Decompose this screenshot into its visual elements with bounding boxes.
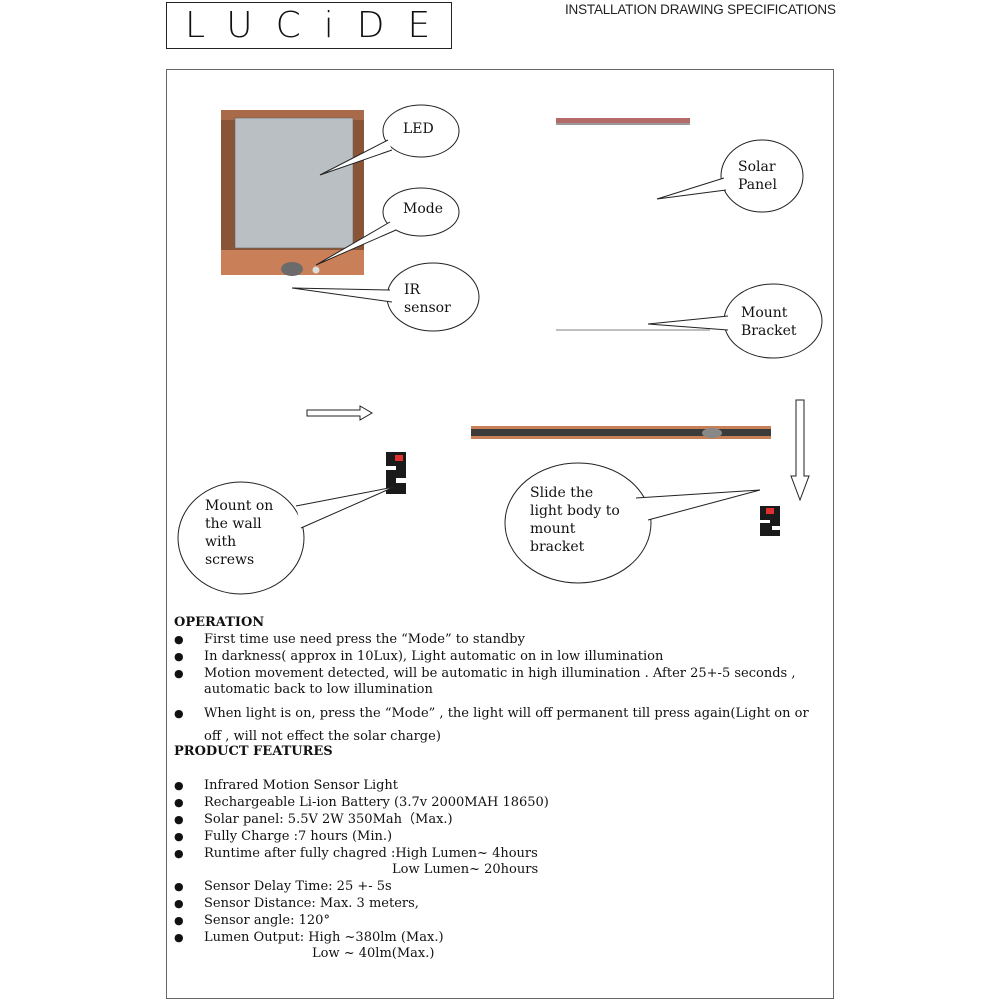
feature-item-text: Sensor Distance: Max. 3 meters,	[204, 896, 419, 911]
callout-slide-line-1: Slide the	[530, 485, 594, 501]
bullet-icon: ●	[174, 813, 184, 826]
ir-sensor-dome	[281, 262, 303, 276]
callout-ir-sensor: IR sensor	[404, 281, 451, 317]
feature-item-text: Infrared Motion Sensor Light	[204, 778, 399, 793]
light-body-side-view	[471, 426, 771, 439]
bullet-icon: ●	[174, 707, 184, 720]
operation-item-text: In darkness( approx in 10Lux), Light aut…	[204, 649, 664, 664]
feature-item-text: Sensor Delay Time: 25 +- 5s	[204, 879, 392, 894]
operation-item-text: First time use need press the “Mode” to …	[204, 632, 525, 647]
page-title: INSTALLATION DRAWING SPECIFICATIONS	[565, 2, 836, 17]
bullet-icon: ●	[174, 796, 184, 809]
led-screen	[234, 117, 354, 249]
callout-solar-panel: Solar Panel	[738, 158, 777, 194]
bullet-icon: ●	[174, 880, 184, 893]
right-arrow-icon	[306, 405, 373, 421]
down-arrow-icon	[790, 399, 810, 502]
feature-item-text: Solar panel: 5.5V 2W 350Mah（Max.)	[204, 812, 453, 827]
operation-item-text: Motion movement detected, will be automa…	[204, 666, 796, 681]
callout-slide-light-body: Slide the light body to mount bracket	[530, 484, 620, 556]
bullet-icon: ●	[174, 897, 184, 910]
bullet-icon: ●	[174, 779, 184, 792]
callout-wall-line-2: the wall	[205, 516, 262, 532]
callout-bracket-line-1: Mount	[741, 305, 788, 321]
bullet-icon: ●	[174, 633, 184, 646]
feature-item-text: Sensor angle: 120°	[204, 913, 330, 928]
mode-button	[312, 266, 320, 274]
feature-item-text: Lumen Output: High ~380lm (Max.)	[204, 930, 444, 945]
lamp-front-view	[221, 110, 364, 276]
bullet-icon: ●	[174, 914, 184, 927]
operation-item-continuation: off , will not effect the solar charge)	[204, 729, 441, 744]
operation-item-text: When light is on, press the “Mode” , the…	[204, 706, 809, 721]
feature-item-continuation: Low Lumen~ 20hours	[392, 862, 539, 877]
bullet-icon: ●	[174, 847, 184, 860]
callout-slide-line-2: light body to	[530, 503, 620, 519]
callout-bubbles	[177, 104, 823, 595]
operation-item-continuation: automatic back to low illumination	[204, 682, 433, 697]
slide-bracket-icon	[758, 506, 782, 536]
feature-item-text: Rechargeable Li-ion Battery (3.7v 2000MA…	[204, 795, 549, 810]
features-heading: PRODUCT FEATURES	[174, 744, 333, 759]
bullet-icon: ●	[174, 830, 184, 843]
feature-item-text: Fully Charge :7 hours (Min.)	[204, 829, 393, 844]
callout-solar-line-2: Panel	[738, 177, 777, 193]
callout-wall-line-4: screws	[205, 552, 255, 568]
bullet-icon: ●	[174, 931, 184, 944]
brand-logo-text: LUCiDE	[185, 5, 454, 46]
callout-slide-line-4: bracket	[530, 539, 585, 555]
callout-mount-bracket: Mount Bracket	[741, 304, 797, 340]
callout-mount-on-wall: Mount on the wall with screws	[205, 497, 273, 569]
wall-bracket-icon	[384, 452, 410, 494]
callout-mode: Mode	[403, 201, 444, 217]
callout-bracket-line-2: Bracket	[741, 323, 797, 339]
callout-ir-line-2: sensor	[404, 300, 451, 316]
callout-led: LED	[403, 121, 434, 137]
drawing-frame	[166, 69, 834, 999]
callout-ir-line-1: IR	[404, 282, 421, 298]
brand-logo: LUCiDE	[166, 2, 452, 49]
operation-heading: OPERATION	[174, 615, 265, 630]
callout-slide-line-3: mount	[530, 521, 576, 537]
feature-item-continuation: Low ~ 40lm(Max.)	[312, 946, 435, 961]
callout-solar-line-1: Solar	[738, 159, 776, 175]
callout-wall-line-3: with	[205, 534, 237, 550]
callout-wall-line-1: Mount on	[205, 498, 274, 514]
solar-panel-view	[556, 118, 690, 125]
bullet-icon: ●	[174, 650, 184, 663]
bullet-icon: ●	[174, 667, 184, 680]
feature-item-text: Runtime after fully chagred :High Lumen~…	[204, 846, 538, 861]
